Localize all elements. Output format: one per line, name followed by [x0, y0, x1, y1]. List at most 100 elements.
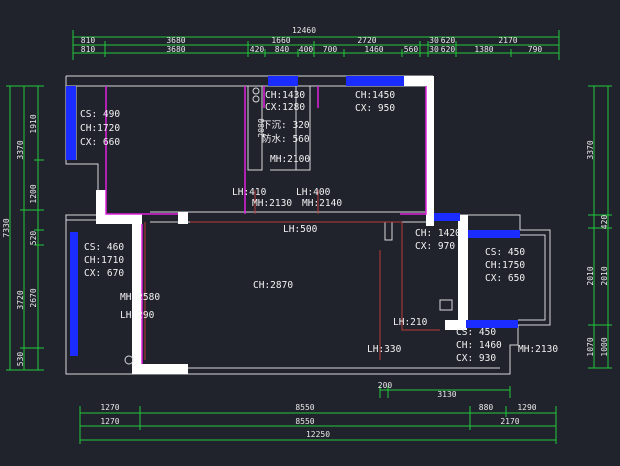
dim-top-r2-9: 620: [441, 45, 456, 54]
dim-right-c1-2: 1070: [586, 337, 595, 356]
dim-bottom-r1-1: 8550: [295, 403, 314, 412]
dim-right-c2-2: 1000: [600, 337, 609, 356]
dim-bottom-total: 12250: [306, 430, 330, 439]
dim-top-r2-10: 1380: [474, 45, 493, 54]
window-bedroom-left: [66, 86, 76, 160]
label-corridor-mh2: MH:2140: [302, 198, 342, 209]
label-balcony-lower-ch: CH: 1460: [456, 340, 502, 351]
dim-left-c1-1: 3720: [16, 290, 25, 309]
floor-drain-icon: [252, 87, 260, 95]
dim-top-r1-0: 810: [81, 36, 96, 45]
dim-bottom-r2-1: 8550: [295, 417, 314, 426]
window-kitchen: [434, 213, 460, 221]
label-bath-sink: 下沉: 320: [262, 120, 310, 131]
window-balcony-bottom: [466, 320, 518, 328]
label-corridor-mh1: MH:2130: [252, 198, 292, 209]
label-bath-height: 2080: [257, 118, 266, 137]
label-living-main-ch: CH:2870: [253, 280, 293, 291]
label-kitchen-ch: CH: 1420: [415, 228, 461, 239]
dim-top-r2-5: 700: [323, 45, 338, 54]
dim-top-r2-7: 560: [404, 45, 419, 54]
left-dimension-labels: 7330 3370 3720 530 1910 1200 520 2670: [2, 114, 38, 366]
dim-top-r2-11: 790: [528, 45, 543, 54]
dim-left-total: 7330: [2, 218, 11, 237]
dim-left-c1-0: 3370: [16, 140, 25, 159]
dim-top-r2-0: 810: [81, 45, 96, 54]
room-outlines: [105, 86, 427, 364]
dim-right-c1-0: 3370: [586, 140, 595, 159]
dim-top-r2-6: 1460: [364, 45, 383, 54]
window-bathroom: [268, 76, 298, 86]
dim-left-c2-0: 1910: [29, 114, 38, 133]
room-labels: CS: 490 CH:1720 CX: 660 CH:1430 CX:1280 …: [80, 90, 558, 364]
floor-drain-icon-2: [252, 95, 260, 103]
label-kitchen-cx: CX: 970: [415, 241, 455, 252]
label-bedroom-right-ch: CH:1450: [355, 90, 395, 101]
dim-bottom-r1-2: 880: [479, 403, 494, 412]
window-bedroom-right: [346, 76, 404, 86]
label-balcony-cs: CS: 450: [485, 247, 525, 258]
window-balcony-top: [468, 230, 520, 238]
label-living-cx: CX: 670: [84, 268, 124, 279]
dim-right-c1-1: 2010: [586, 266, 595, 285]
bottom-dimension-labels: 200 3130 1270 8550 880 1290 1270 8550 21…: [100, 381, 536, 439]
dim-left-c1-2: 530: [16, 352, 25, 367]
label-bath-waterproof: 防水: 560: [262, 133, 310, 145]
label-living-lh-bottom: LH:330: [367, 344, 402, 355]
label-living-cs: CS: 460: [84, 242, 124, 253]
dim-top-r2-1: 3680: [166, 45, 185, 54]
dim-top-r1-1: 3680: [166, 36, 185, 45]
label-balcony-lower-mh: MH:2130: [518, 344, 558, 355]
dim-top-r1-2: 1660: [271, 36, 290, 45]
right-dimensions: [588, 85, 612, 369]
label-bath-ch: CH:1430: [265, 90, 305, 101]
dim-left-c2-3: 2670: [29, 288, 38, 307]
dim-top-r2-4: 400: [299, 45, 314, 54]
right-dimension-labels: 3370 2010 1070 420 2010 1000: [586, 140, 609, 356]
label-balcony-ch: CH:1750: [485, 260, 525, 271]
dim-bottom-r1-3: 1290: [517, 403, 536, 412]
label-bath-mh: MH:2100: [270, 154, 310, 165]
label-bedroom-right-cx: CX: 950: [355, 103, 395, 114]
dim-bottom-r2-0: 1270: [100, 417, 119, 426]
dim-right-c2-0: 420: [600, 215, 609, 230]
left-dimensions: [6, 85, 44, 371]
dim-top-r2-8: 30: [429, 45, 439, 54]
fixture-box: [439, 299, 453, 311]
fixtures: [124, 87, 453, 365]
dim-left-c2-2: 520: [29, 231, 38, 246]
dim-top-r2-2: 420: [250, 45, 265, 54]
solid-walls: [96, 76, 468, 374]
dim-right-c2-1: 2010: [600, 266, 609, 285]
label-living-lh-dining: LH:210: [393, 317, 428, 328]
bottom-dimensions: [79, 386, 557, 444]
label-corridor-lh1: LH:410: [232, 187, 267, 198]
dim-bottom-r1-0: 1270: [100, 403, 119, 412]
dim-total-top: 12460: [292, 26, 316, 35]
label-living-lh: LH:290: [120, 310, 155, 321]
label-bath-cx: CX:1280: [265, 102, 305, 113]
dim-bottom-r2-2: 2170: [500, 417, 519, 426]
dim-top-r1-3: 2720: [357, 36, 376, 45]
dim-top-r1-5: 620: [441, 36, 456, 45]
top-dimensions: [72, 30, 560, 60]
label-corridor-lh3: LH:500: [283, 224, 318, 235]
top-dimension-labels: 12460 810 3680 1660 2720 30 620 2170 810…: [81, 26, 543, 54]
dim-top-r1-4: 30: [429, 36, 439, 45]
dim-left-c2-1: 1200: [29, 184, 38, 203]
label-bedroom-left-cx: CX: 660: [80, 137, 120, 148]
label-bedroom-left-cs: CS: 490: [80, 109, 120, 120]
label-living-ch: CH:1710: [84, 255, 124, 266]
label-bedroom-left-ch: CH:1720: [80, 123, 120, 134]
label-living-mh: MH:2580: [120, 292, 160, 303]
windows: [66, 76, 520, 356]
pipe-icon: [124, 355, 134, 365]
label-balcony-lower-cx: CX: 930: [456, 353, 496, 364]
dim-bottom-small-0: 200: [378, 381, 393, 390]
dim-top-r2-3: 840: [275, 45, 290, 54]
ceiling-lines: [144, 190, 440, 360]
label-balcony-cx: CX: 650: [485, 273, 525, 284]
dim-bottom-small-1: 3130: [437, 390, 456, 399]
